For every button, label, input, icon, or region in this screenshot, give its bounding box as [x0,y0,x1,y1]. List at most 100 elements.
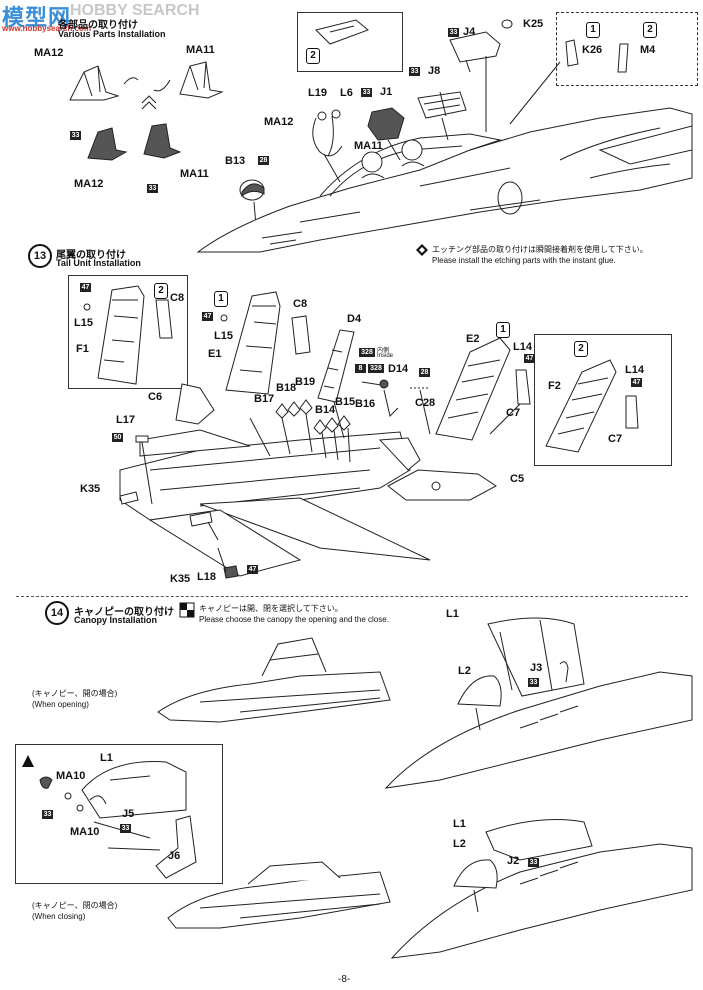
label-ma12-mid: MA12 [264,116,294,128]
step12-inset-box [297,12,403,72]
label-ma10-top: MA10 [56,770,86,782]
badge-33-j4: 33 [448,28,459,37]
label-l19: L19 [308,87,327,99]
label-c7-mid: C7 [506,407,521,419]
inside-note-jp: 内側 [377,348,390,354]
badge-47-f1: 47 [80,283,91,292]
label-l14-mid: L14 [513,341,532,353]
step12-title-jp: 各部品の取り付け [58,20,138,31]
label-l2-opening: L2 [458,665,471,677]
badge-33-j2: 33 [528,858,539,867]
label-b19: B19 [295,376,316,388]
label-ma11-top: MA11 [186,44,215,56]
inside-note-en: Inside [377,353,394,359]
closing-note-jp: (キャノピー、閉の場合) [32,901,118,910]
label-ma10-bottom: MA10 [70,826,100,838]
quarter-icon [179,602,195,618]
step14-title-jp: キャノピーの取り付け [74,607,174,618]
badge-33-j1: 33 [361,88,372,97]
label-b14: B14 [315,404,336,416]
canopy-note-jp: キャノピーは開、閉を選択して下さい。 [199,604,343,613]
label-k35-bottom: K35 [170,573,191,585]
badge-33-ma10: 33 [42,810,53,819]
opening-note-en: (When opening) [32,700,89,709]
step14-inset-box [15,744,223,884]
option-2-step13-left: 2 [154,283,168,299]
step13-option2-box-left [68,275,188,389]
watermark-url: www.hobbysearch.com [2,24,92,33]
label-b17: B17 [254,393,275,405]
label-l14-right: L14 [625,364,644,376]
label-d4: D4 [347,313,362,325]
watermark-latin: HOBBY SEARCH [70,2,200,19]
page-number: -8- [338,974,351,985]
label-b16: B16 [355,398,376,410]
label-j8: J8 [428,65,441,77]
label-c5: C5 [510,473,525,485]
label-k26: K26 [582,44,603,56]
step12-illustration [69,19,693,253]
badge-328-inside: 328 [359,348,375,357]
badge-47-e1: 47 [202,312,213,321]
step12-title-en: Various Parts Installation [58,29,166,39]
label-e1: E1 [208,348,222,360]
label-l17: L17 [116,414,135,426]
badge-28-c28: 28 [419,368,430,377]
label-d14: D14 [388,363,409,375]
step12-option-box [556,12,698,86]
label-b13: B13 [225,155,246,167]
label-ma12-bottom: MA12 [74,178,104,190]
label-c28: C28 [415,397,436,409]
badge-50-l17: 50 [112,433,123,442]
step14-title-en: Canopy Installation [74,615,158,625]
badge-47-e2: 47 [524,354,535,363]
label-ma11-mid: MA11 [354,140,383,152]
badge-28-b13: 28 [258,156,269,165]
badge-33-j5: 33 [120,824,131,833]
option-1-step13-right: 1 [496,322,510,338]
badge-33-j3: 33 [528,678,539,687]
label-j6: J6 [168,850,181,862]
step13-illustration [83,285,639,579]
step13-title-jp: 尾翼の取り付け [56,250,126,261]
badge-47-l18: 47 [247,565,258,574]
opening-note-jp: (キャノピー、開の場合) [32,689,118,698]
label-b18: B18 [276,382,297,394]
label-l1-closing: L1 [453,818,466,830]
canopy-note-en: Please choose the canopy the opening and… [199,615,389,624]
label-c8-mid: C8 [293,298,308,310]
option-2-inset: 2 [306,48,320,64]
label-l15-mid: L15 [214,330,233,342]
option-2-step12: 2 [643,22,657,38]
step-divider [16,596,688,597]
etching-note-jp: エッチング部品の取り付けは瞬間接着剤を使用して下さい。 [432,245,648,254]
diamond-icon [416,244,428,256]
etching-note-en: Please install the etching parts with th… [432,256,616,265]
label-m4: M4 [640,44,656,56]
label-j4: J4 [463,26,476,38]
closing-note-en: (When closing) [32,912,86,921]
step13-option2-box-right [534,334,672,466]
step14-number: 14 [45,601,69,625]
badge-33-ma12: 33 [70,131,81,140]
label-l1-opening: L1 [446,608,459,620]
label-ma11-bottom: MA11 [180,168,209,180]
badge-33-ma11: 33 [147,184,158,193]
label-f2: F2 [548,380,561,392]
label-k35-top: K35 [80,483,101,495]
label-f1: F1 [76,343,89,355]
pointer-icon [22,755,34,767]
label-c6: C6 [148,391,163,403]
badge-8-d14: 8 [355,364,366,373]
label-j1: J1 [380,86,393,98]
watermark-cjk: 模型网 [2,5,72,30]
step13-number: 13 [28,244,52,268]
label-l2-closing: L2 [453,838,466,850]
label-j2: J2 [507,855,520,867]
label-l1-inset: L1 [100,752,113,764]
option-1-step12: 1 [586,22,600,38]
label-b15: B15 [335,396,356,408]
step13-title-en: Tail Unit Installation [56,258,141,268]
label-l15-left: L15 [74,317,93,329]
